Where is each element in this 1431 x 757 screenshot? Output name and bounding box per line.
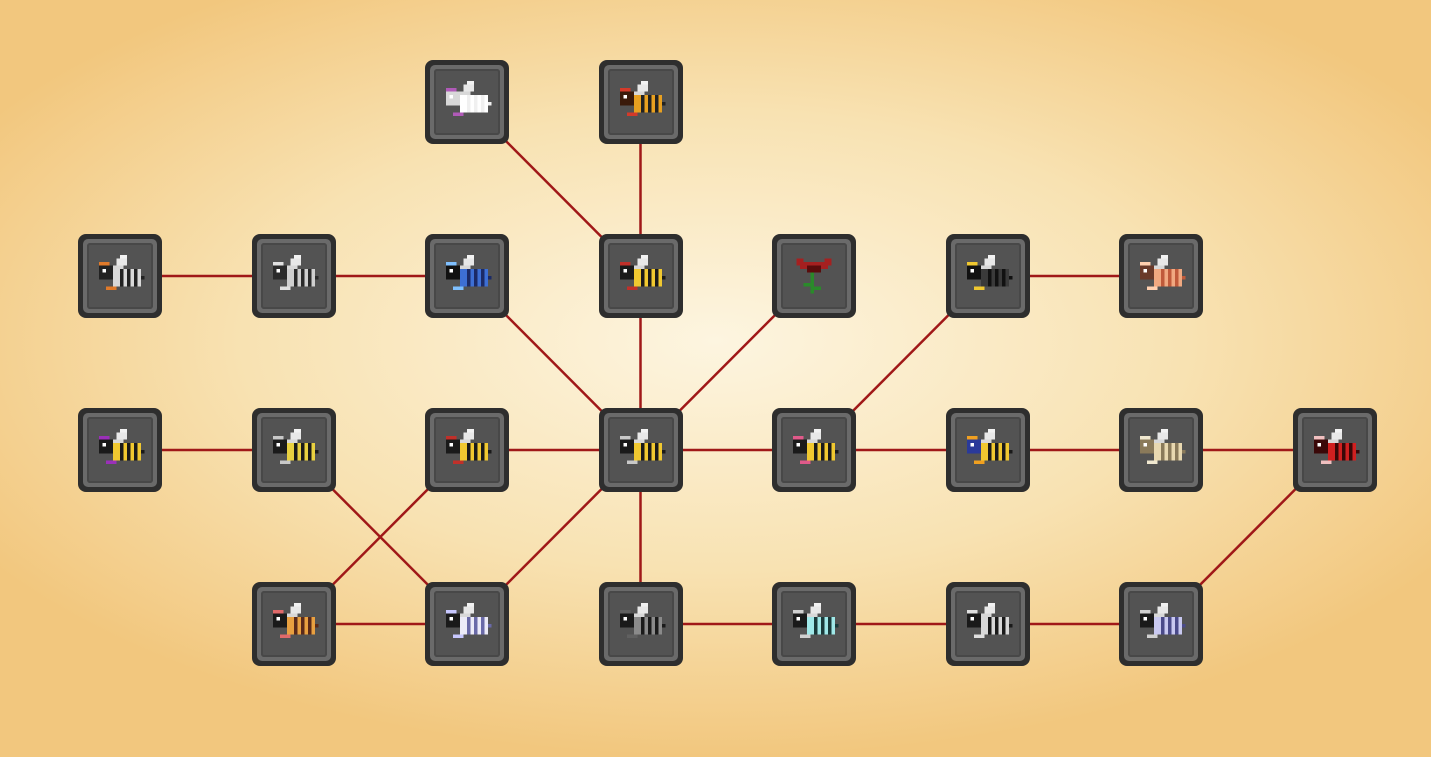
skill-node-r2c3[interactable]	[598, 408, 683, 492]
peach-bee-icon	[1140, 255, 1186, 290]
purple-hood-bee-icon	[99, 429, 145, 464]
shadow-bee-icon	[619, 603, 665, 638]
lavender-bee-icon	[1140, 603, 1186, 638]
skill-node-r1c4[interactable]	[772, 234, 856, 318]
sword-bee-icon	[272, 429, 318, 464]
basic-bee-icon	[619, 429, 665, 464]
tophat-bee-icon	[966, 255, 1012, 290]
fire-bee-icon	[619, 81, 665, 116]
candle-bee-icon	[446, 429, 492, 464]
scarf-bee-icon	[272, 603, 318, 638]
skill-node-r3c3[interactable]	[598, 582, 683, 666]
skill-node-r3c4[interactable]	[772, 582, 856, 666]
skill-node-r0c3[interactable]	[598, 60, 683, 144]
frost-bee-icon	[446, 603, 492, 638]
skill-node-r1c3[interactable]	[598, 234, 683, 318]
skill-node-r2c4[interactable]	[772, 408, 856, 492]
white-nurse-bee-icon	[446, 81, 492, 116]
skill-node-r2c7[interactable]	[1292, 408, 1377, 492]
skill-node-r3c2[interactable]	[425, 582, 509, 666]
cyan-bee-icon	[793, 603, 839, 638]
flower-icon	[796, 258, 832, 294]
skill-node-r3c5[interactable]	[945, 582, 1030, 666]
skill-node-r1c1[interactable]	[251, 234, 336, 318]
skill-node-r2c1[interactable]	[251, 408, 336, 492]
ghost-bee-icon	[1140, 429, 1186, 464]
silver-bee-icon	[966, 603, 1012, 638]
lock-bee-icon	[99, 255, 145, 290]
hard-hat-bee-icon	[966, 429, 1012, 464]
skill-node-r2c6[interactable]	[1119, 408, 1203, 492]
skill-node-r2c0[interactable]	[78, 408, 162, 492]
skill-node-r3c6[interactable]	[1119, 582, 1203, 666]
blue-bee-icon	[446, 255, 492, 290]
skill-node-r1c6[interactable]	[1119, 234, 1203, 318]
skill-node-r2c5[interactable]	[945, 408, 1030, 492]
red-bee-icon	[1313, 429, 1359, 464]
grey-bee-icon	[272, 255, 318, 290]
skill-node-r1c2[interactable]	[425, 234, 509, 318]
skill-node-r2c2[interactable]	[425, 408, 509, 492]
skill-node-r3c1[interactable]	[251, 582, 336, 666]
red-bandana-bee-icon	[619, 255, 665, 290]
skill-node-r1c5[interactable]	[945, 234, 1030, 318]
skill-node-r0c2[interactable]	[425, 60, 509, 144]
skill-node-r1c0[interactable]	[78, 234, 162, 318]
pink-bee-icon	[793, 429, 839, 464]
